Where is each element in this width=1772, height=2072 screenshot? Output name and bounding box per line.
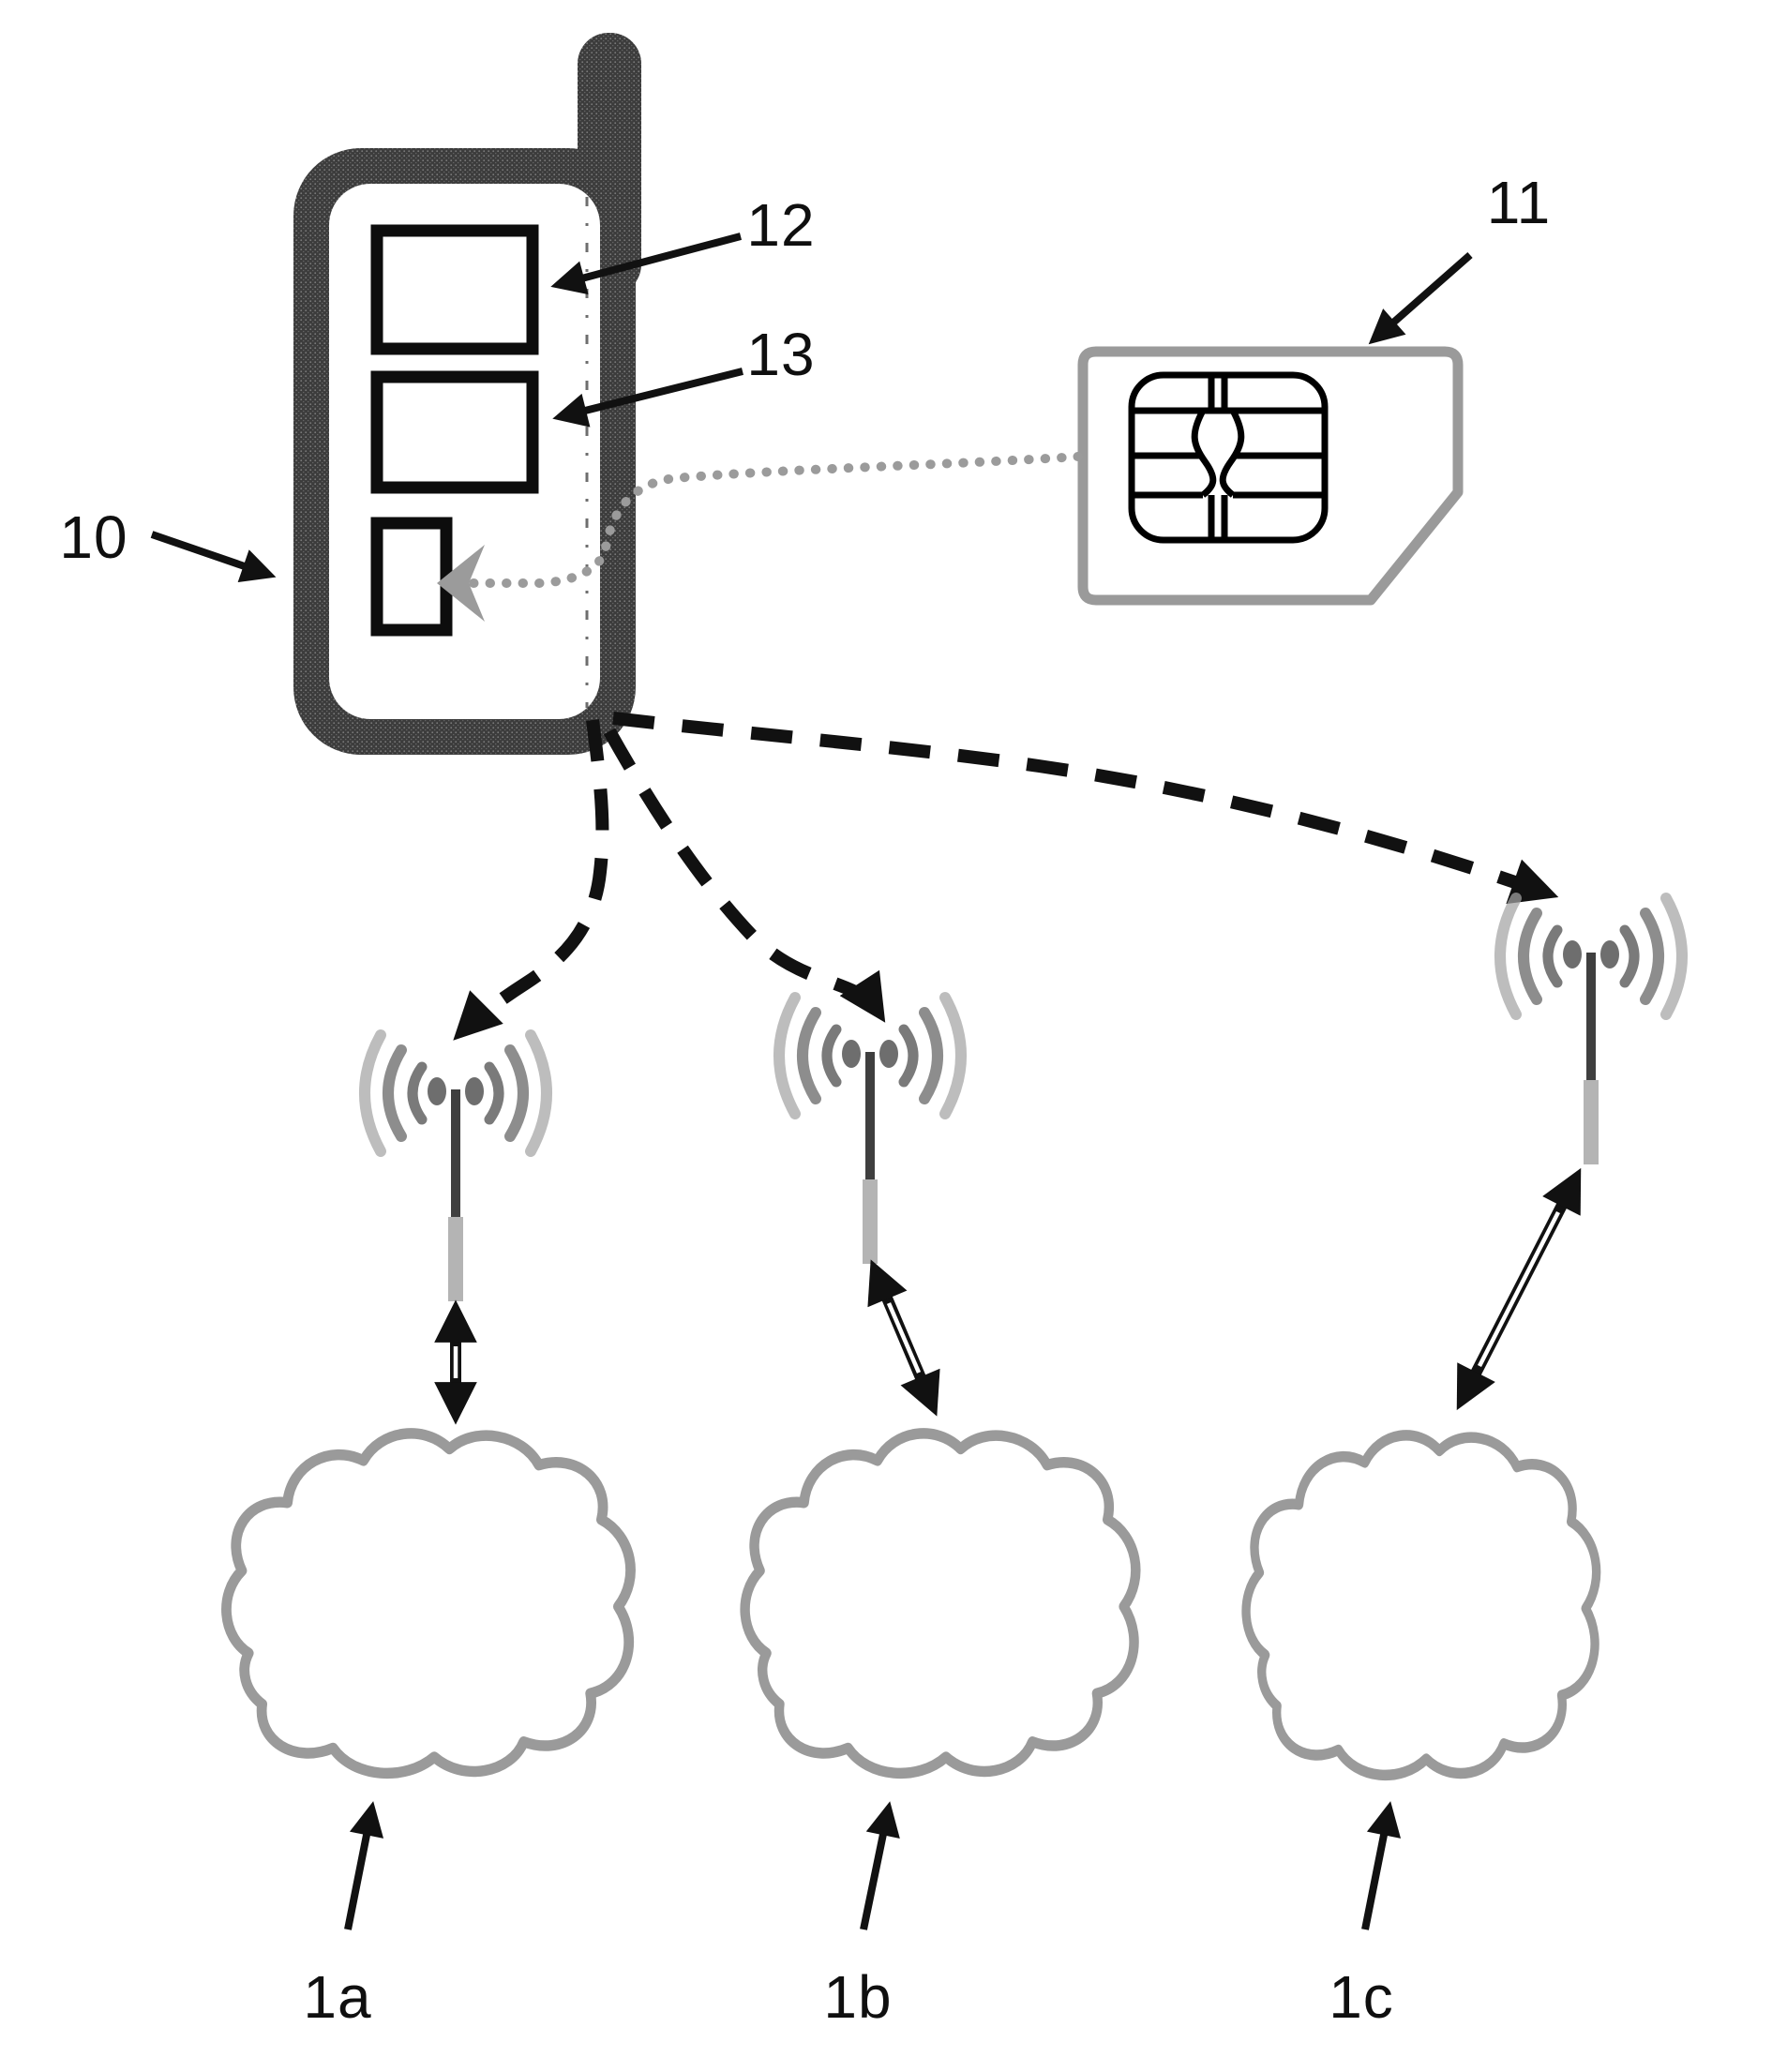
label-1c: 1c [1329,1801,1402,2031]
label-1a-leader-arrow [344,1801,384,1930]
network-cloud-1a [226,1434,630,1773]
network-cloud-1b [745,1434,1136,1773]
label-13-text: 13 [746,321,815,388]
label-1a: 1a [303,1801,384,2031]
label-1b-text: 1b [823,1963,892,2031]
label-10: 10 [59,503,277,583]
sim-insertion-arrow [437,452,1083,622]
label-11: 11 [1368,169,1551,345]
label-10-leader-arrow [150,531,277,583]
sim-insertion-arrowhead-icon [437,545,485,622]
bidirectional-arrow-right [1456,1167,1582,1411]
module-box-12 [370,224,539,355]
label-1c-text: 1c [1329,1963,1394,2031]
label-10-text: 10 [59,503,128,571]
label-1b: 1b [823,1801,900,2031]
label-12-text: 12 [746,191,815,259]
bidirectional-arrow-middle [867,1259,940,1417]
label-13: 13 [552,321,815,428]
label-12-leader-arrow [550,233,743,295]
module-box-13 [370,370,539,494]
label-1b-leader-arrow [860,1801,900,1930]
label-1c-leader-arrow [1361,1801,1402,1930]
wireless-link-dashed-arrow-left [453,719,609,1041]
label-1a-text: 1a [303,1963,371,2031]
wireless-link-dashed-arrow-middle [603,728,886,1023]
mobile-phone [293,33,641,755]
sim-chip [1128,371,1329,544]
network-cloud-1c [1246,1435,1597,1775]
sim-insertion-dotted-path [469,452,1083,588]
wireless-link-dashed-arrow-right [612,712,1559,905]
label-11-text: 11 [1487,169,1551,236]
sim-card [1077,346,1464,606]
sim-slot-box [370,517,453,637]
label-12: 12 [550,191,815,295]
label-13-leader-arrow [552,368,743,428]
label-11-leader-arrow [1368,251,1473,345]
